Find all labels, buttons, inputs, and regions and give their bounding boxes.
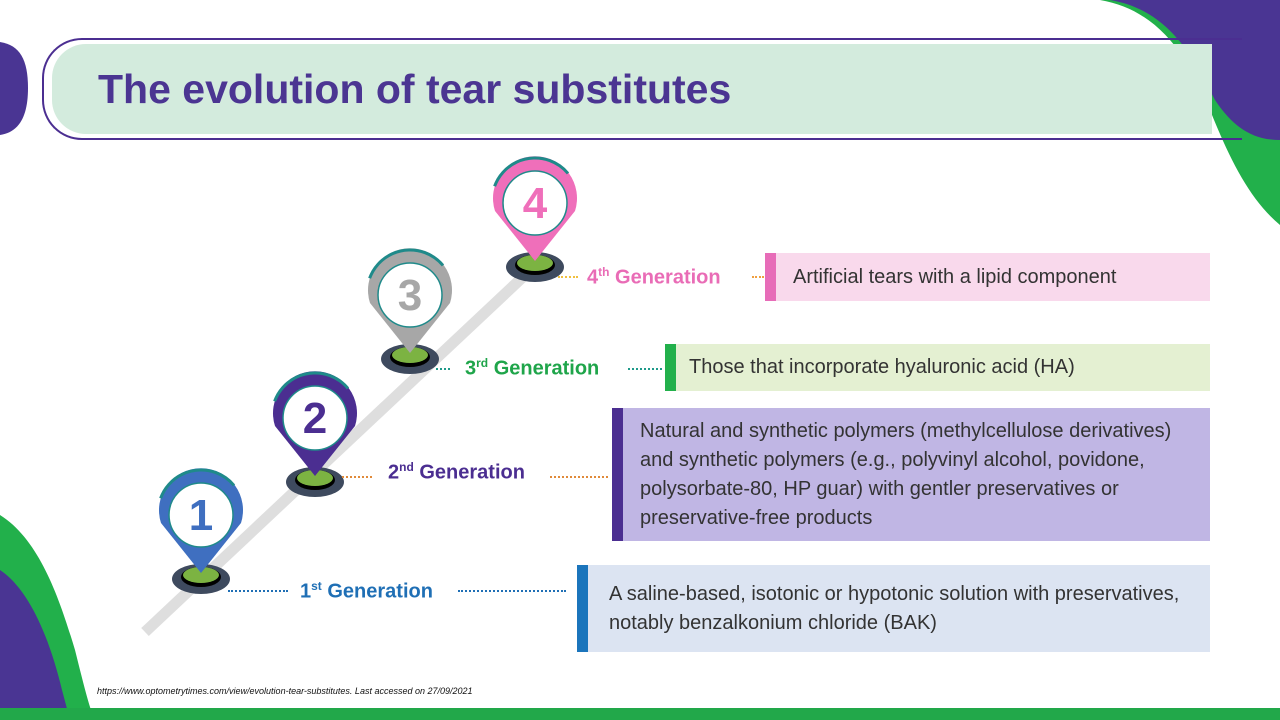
generation-4-label: 4th Generation — [587, 265, 721, 289]
connector-2a — [342, 476, 372, 478]
connector-2b — [550, 476, 608, 478]
connector-1a — [228, 590, 288, 592]
connector-4b — [752, 276, 764, 278]
generation-3-description: Those that incorporate hyaluronic acid (… — [665, 344, 1210, 391]
connector-4a — [558, 276, 578, 278]
generation-1-description: A saline-based, isotonic or hypotonic so… — [577, 565, 1210, 652]
generation-2-description: Natural and synthetic polymers (methylce… — [612, 408, 1210, 541]
connector-1b — [458, 590, 566, 592]
title-band — [52, 44, 1212, 134]
generation-4-description: Artificial tears with a lipid component — [765, 253, 1210, 301]
pin-1-number: 1 — [189, 491, 213, 540]
connector-3b — [628, 368, 662, 370]
source-footnote: https://www.optometrytimes.com/view/evol… — [97, 686, 473, 696]
slide-title: The evolution of tear substitutes — [98, 66, 732, 112]
generation-1-label: 1st Generation — [300, 579, 433, 603]
generation-3-label: 3rd Generation — [465, 356, 600, 380]
pin-3-number: 3 — [398, 271, 422, 320]
title-frame — [42, 38, 1242, 140]
pin-4-number: 4 — [523, 179, 548, 228]
generation-2-label: 2nd Generation — [388, 460, 525, 484]
pin-2-number: 2 — [303, 394, 327, 443]
bottom-band — [0, 708, 1280, 720]
connector-3a — [436, 368, 450, 370]
